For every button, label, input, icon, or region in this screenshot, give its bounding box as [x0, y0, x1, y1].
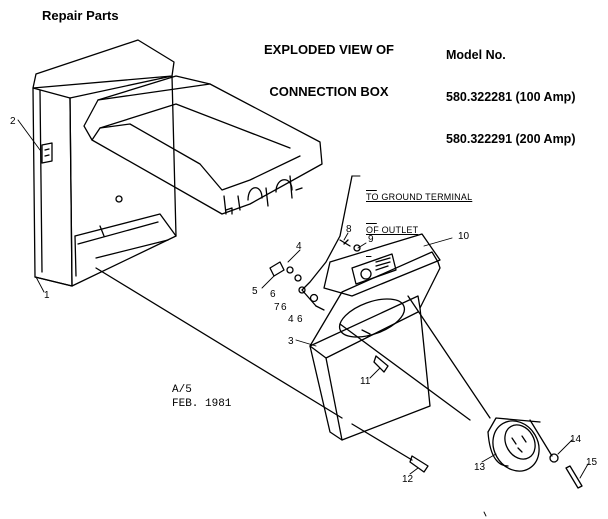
model-label: Model No. [446, 48, 506, 62]
part-number-8: 8 [346, 224, 352, 235]
part-number-2: 2 [10, 116, 16, 127]
box-cover [83, 75, 323, 215]
label-holder [41, 142, 53, 164]
callout-line-1: TO GROUND TERMINAL [366, 192, 473, 202]
screw-12 [351, 423, 429, 473]
callout-line-2: OF OUTLET [366, 225, 419, 235]
part-leaders [17, 119, 589, 479]
part-number-4b: 4 [288, 314, 294, 325]
part-number-9: 9 [368, 234, 374, 245]
part-number-11: 11 [360, 376, 371, 387]
part-number-6b: 6 [281, 302, 287, 313]
date-label: FEB. 1981 [172, 398, 232, 410]
part-number-5: 5 [252, 286, 258, 297]
part-number-6c: 6 [297, 314, 303, 325]
part-number-3: 3 [288, 336, 294, 347]
washer-and-screw [549, 453, 583, 489]
corner-mark [483, 511, 487, 517]
title-line-1: EXPLODED VIEW OF [263, 42, 394, 57]
ground-terminal-callout: TO GROUND TERMINAL OF OUTLET [366, 170, 472, 258]
ground-wire-hardware [269, 175, 361, 311]
model-line-1: 580.322281 (100 Amp) [446, 90, 576, 104]
connection-box-housing [32, 39, 177, 287]
part-number-12: 12 [402, 474, 414, 485]
model-line-2: 580.322291 (200 Amp) [446, 132, 576, 146]
assembly-leader-line [95, 267, 343, 419]
part-number-4a: 4 [296, 241, 302, 252]
part-number-13: 13 [474, 462, 486, 473]
part-number-14: 14 [570, 434, 582, 445]
revision-label: A/5 [172, 384, 192, 396]
part-number-1: 1 [44, 290, 50, 301]
part-number-7: 7 [274, 302, 280, 313]
mounting-plate [309, 251, 441, 441]
part-number-15: 15 [586, 457, 598, 468]
screw-11 [373, 355, 389, 373]
face-plate [323, 233, 441, 297]
part-number-6a: 6 [270, 289, 276, 300]
repair-parts-label: Repair Parts [42, 8, 119, 23]
model-block: Model No. 580.322281 (100 Amp) 580.32229… [446, 20, 575, 174]
diagram-title: EXPLODED VIEW OF CONNECTION BOX [244, 15, 414, 127]
title-line-2: CONNECTION BOX [269, 84, 389, 99]
housing-screw [115, 195, 123, 203]
receptacle-outlet [339, 295, 553, 472]
part-number-10: 10 [458, 231, 470, 242]
